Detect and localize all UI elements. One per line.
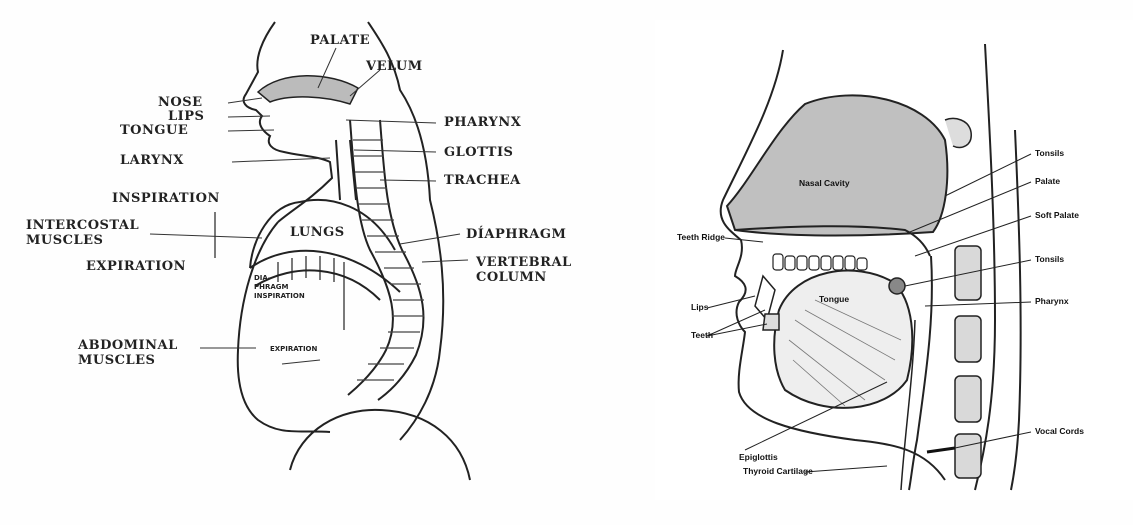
label-phragm: PHRAGM bbox=[254, 283, 289, 291]
label-nose: NOSE bbox=[158, 96, 203, 109]
label-lips-right: Lips bbox=[691, 302, 708, 312]
label-larynx: LARYNX bbox=[120, 154, 184, 167]
label-epiglottis: Epiglottis bbox=[739, 452, 778, 462]
label-vocal-cords: Vocal Cords bbox=[1035, 426, 1084, 436]
label-inspiration: INSPIRATION bbox=[112, 192, 220, 205]
label-nasal-cavity: Nasal Cavity bbox=[799, 178, 850, 188]
label-velum: VELUM bbox=[366, 60, 423, 73]
label-palate: PALATE bbox=[310, 34, 370, 47]
label-dia: DIA- bbox=[254, 274, 271, 282]
label-trachea: TRACHEA bbox=[444, 174, 521, 187]
label-abdominal-muscles: MUSCLES bbox=[78, 354, 155, 367]
label-abdominal: ABDOMINAL bbox=[78, 339, 178, 352]
label-expiration-small: EXPIRATION bbox=[270, 345, 317, 353]
label-teeth: Teeth bbox=[691, 330, 713, 340]
respiratory-diagram-panel: PALATE VELUM NOSE LIPS TONGUE LARYNX PHA… bbox=[0, 0, 640, 525]
label-vertebral: VERTEBRAL bbox=[476, 256, 572, 269]
label-lungs: LUNGS bbox=[290, 226, 345, 239]
label-dia-inspiration: INSPIRATION bbox=[254, 292, 305, 300]
label-tongue: TONGUE bbox=[120, 124, 188, 137]
label-glottis: GLOTTIS bbox=[444, 146, 513, 159]
label-tonsils: Tonsils bbox=[1035, 254, 1064, 264]
label-intercostal: INTERCOSTAL bbox=[26, 219, 139, 232]
label-column: COLUMN bbox=[476, 271, 547, 284]
label-tongue-right: Tongue bbox=[819, 294, 849, 304]
label-soft-palate: Soft Palate bbox=[1035, 210, 1079, 220]
label-expiration: EXPIRATION bbox=[86, 260, 186, 273]
label-pharynx: PHARYNX bbox=[444, 116, 521, 129]
label-muscles: MUSCLES bbox=[26, 234, 103, 247]
vocal-tract-diagram-panel: Tonsils Palate Soft Palate Tonsils Nasal… bbox=[655, 20, 1133, 500]
label-tonsils-top: Tonsils bbox=[1035, 148, 1064, 158]
label-thyroid-cartilage: Thyroid Cartilage bbox=[743, 466, 813, 476]
label-lips: LIPS bbox=[168, 110, 204, 123]
label-palate-right: Palate bbox=[1035, 176, 1060, 186]
label-pharynx-right: Pharynx bbox=[1035, 296, 1069, 306]
label-teeth-ridge: Teeth Ridge bbox=[677, 232, 725, 242]
label-diaphragm: DÍAPHRAGM bbox=[466, 228, 566, 241]
